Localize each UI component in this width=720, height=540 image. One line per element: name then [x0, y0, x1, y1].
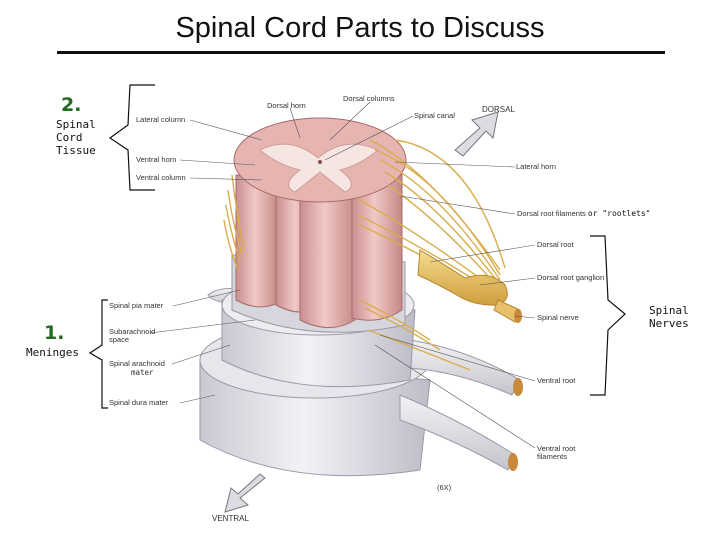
tissue-label: Spinal Cord Tissue [56, 118, 96, 157]
rootlets-note: or "rootlets" [587, 209, 651, 218]
ventral-arrow [224, 473, 266, 513]
subarachnoid-line: space [109, 335, 130, 344]
nerves-bracket [590, 235, 626, 396]
label-subarachnoid-space: Subarachnoid space [109, 328, 155, 344]
leader-lines [149, 101, 536, 449]
title-underline [57, 51, 665, 54]
ventral-root-filaments-line: Ventral root [537, 444, 576, 453]
label-ventral-horn: Ventral horn [136, 155, 177, 164]
label-spinal-nerve: Spinal nerve [537, 313, 579, 322]
tissue-number: 2. [61, 94, 82, 116]
nerves-label: Spinal Nerves [649, 304, 689, 330]
label-dorsal-root: Dorsal root [537, 240, 574, 249]
label-dorsal-columns: Dorsal columns [343, 94, 395, 103]
page-title: Spinal Cord Parts to Discuss [175, 12, 545, 44]
label-magnification: (6X) [437, 483, 452, 492]
label-dorsal: DORSAL [482, 105, 515, 114]
label-lateral-horn: Lateral horn [516, 162, 557, 171]
label-ventral: VENTRAL [212, 514, 249, 523]
meninges-bracket [88, 299, 108, 409]
spinal-cord-columns [233, 117, 407, 328]
dorsal-root-ganglion [417, 249, 522, 323]
dorsal-root-filaments-text: Dorsal root filaments [517, 209, 586, 218]
nerves-label-line: Nerves [649, 317, 689, 330]
meninges-label: Meninges [26, 346, 79, 359]
tissue-label-line: Cord [56, 131, 83, 144]
label-spinal-dura-mater: Spinal dura mater [109, 398, 169, 407]
label-spinal-arachnoid: Spinal arachnoid [109, 359, 165, 368]
label-arachnoid-mater: mater [131, 368, 154, 377]
tissue-label-line: Spinal [56, 118, 96, 131]
label-ventral-root-filaments: Ventral root filaments [537, 445, 575, 461]
label-lateral-column: Lateral column [136, 115, 186, 124]
label-dorsal-horn: Dorsal horn [267, 101, 306, 110]
nerves-label-line: Spinal [649, 304, 689, 317]
dorsal-arrow [454, 111, 499, 157]
label-dorsal-root-ganglion: Dorsal root ganglion [537, 273, 605, 282]
tissue-bracket [108, 84, 155, 191]
label-dorsal-root-filaments: Dorsal root filaments or "rootlets" [517, 210, 651, 218]
meninges-number: 1. [44, 322, 65, 344]
ventral-root-filaments-line: filaments [537, 452, 568, 461]
group-brackets [88, 84, 626, 409]
label-ventral-column: Ventral column [136, 173, 186, 182]
tissue-label-line: Tissue [56, 144, 96, 157]
label-spinal-pia-mater: Spinal pia mater [109, 301, 164, 310]
label-ventral-root: Ventral root [537, 376, 576, 385]
subarachnoid-line: Subarachnoid [109, 327, 156, 336]
label-spinal-canal: Spinal canal [414, 111, 455, 120]
